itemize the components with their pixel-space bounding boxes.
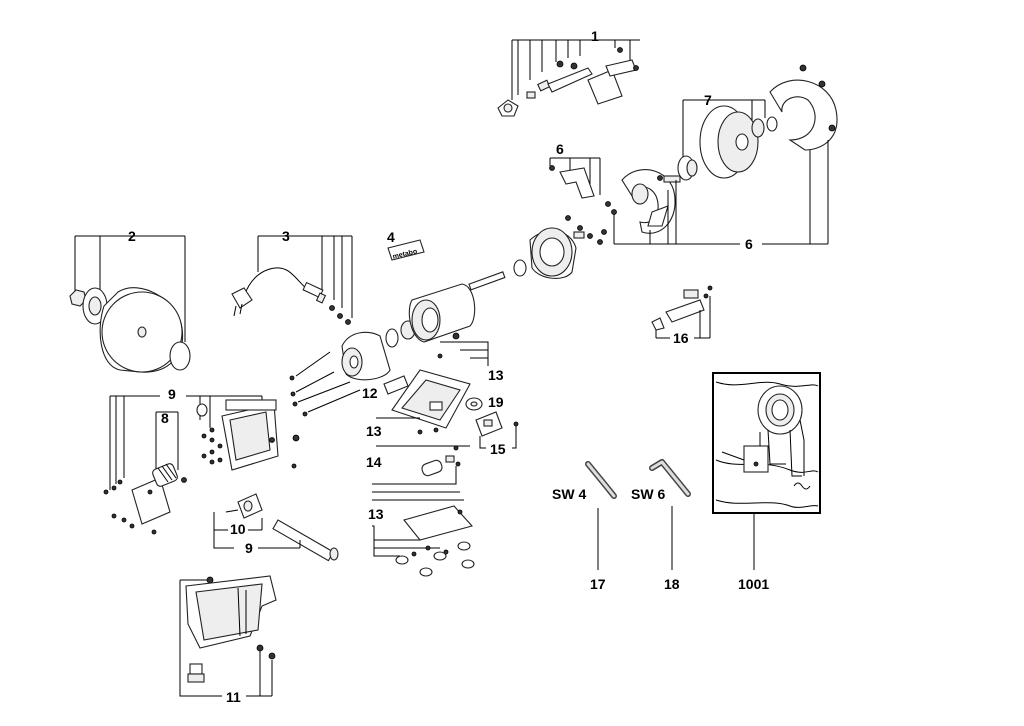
part-group-13: 13 13 13 — [366, 332, 504, 577]
callout-13-top: 13 — [488, 367, 504, 383]
part-group-1: 1 — [497, 28, 640, 117]
part-4-logo-plate: 4 metabo — [387, 229, 425, 261]
part-group-15: 15 — [475, 411, 519, 457]
callout-9-top: 9 — [168, 386, 176, 402]
callout-8: 8 — [161, 410, 169, 426]
part-group-16: 16 — [651, 285, 713, 346]
callout-9-bottom: 9 — [245, 540, 253, 556]
callout-3: 3 — [282, 228, 290, 244]
hex-key-18: SW 6 18 — [631, 459, 691, 592]
motor-assembly — [341, 215, 603, 381]
part-group-2: 2 — [69, 228, 191, 373]
callout-18: 18 — [664, 576, 680, 592]
callout-6-bottom: 6 — [745, 236, 753, 252]
callout-7: 7 — [704, 92, 712, 108]
hex-key-17: SW 4 17 — [552, 461, 617, 592]
callout-17: 17 — [590, 576, 606, 592]
callout-12: 12 — [362, 385, 378, 401]
callout-11: 11 — [226, 689, 241, 705]
part-12-plate: 12 — [362, 375, 409, 401]
part-group-9: 9 8 — [103, 386, 339, 562]
part-group-11: 11 — [179, 575, 277, 705]
callout-6-top: 6 — [556, 141, 564, 157]
callout-1: 1 — [591, 28, 599, 44]
callout-15: 15 — [490, 441, 506, 457]
tool-label-sw6: SW 6 — [631, 486, 665, 502]
callout-13-bottom: 13 — [368, 506, 384, 522]
callout-4: 4 — [387, 229, 395, 245]
callout-13-mid: 13 — [366, 423, 382, 439]
part-group-7: 7 — [682, 64, 838, 179]
callout-14: 14 — [366, 454, 382, 470]
part-group-3: 3 — [231, 228, 353, 325]
callout-1001: 1001 — [738, 576, 769, 592]
callout-16: 16 — [673, 330, 689, 346]
wiring-diagram-1001: 1001 — [712, 372, 821, 592]
part-19-washer: 19 — [465, 394, 504, 411]
part-group-6: 6 6 — [549, 140, 829, 252]
tool-label-sw4: SW 4 — [552, 486, 586, 502]
long-bolts — [289, 351, 361, 417]
callout-10: 10 — [230, 521, 246, 537]
callout-2: 2 — [128, 228, 136, 244]
part-group-14: 14 — [366, 454, 464, 501]
callout-19: 19 — [488, 394, 504, 410]
